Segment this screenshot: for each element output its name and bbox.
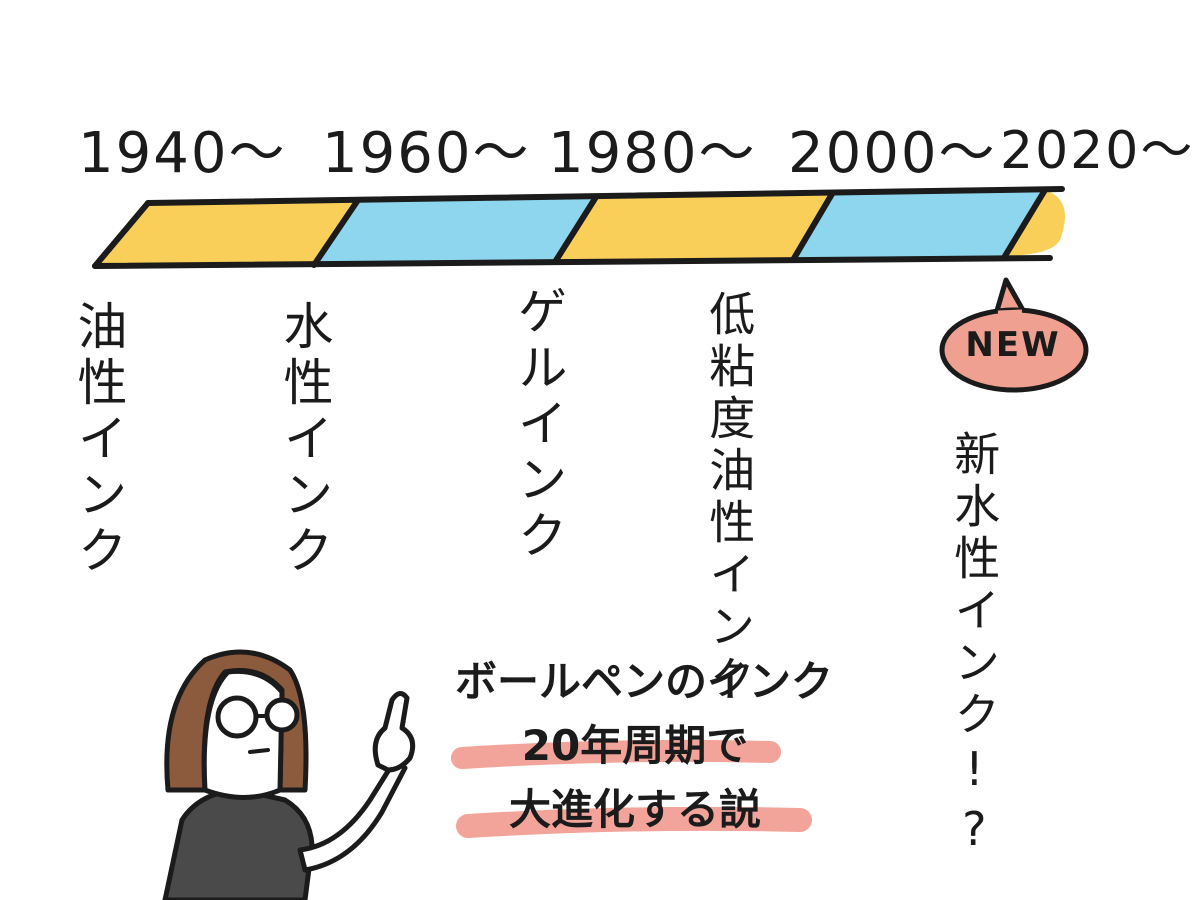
caption-highlight-1 — [451, 739, 781, 769]
segment-1980 — [555, 194, 832, 262]
glasses-left — [215, 695, 259, 739]
era-label-water: 水性インク — [275, 300, 334, 580]
caption-line-1: ボールペンのインク — [455, 657, 834, 706]
year-label-1960: 1960～ — [322, 121, 531, 186]
new-badge-label: NEW — [965, 325, 1061, 365]
segment-1940 — [95, 200, 358, 266]
era-label-low-viscosity: 低粘度油性インク — [702, 290, 757, 706]
segment-2020 — [1005, 190, 1065, 256]
caption-highlight-2 — [456, 806, 812, 838]
year-label-1940: 1940～ — [78, 121, 287, 186]
caption-line-2: 20年周期で — [521, 721, 749, 770]
year-label-1980: 1980～ — [548, 121, 757, 186]
era-label-new-water: 新水性インク!? — [947, 430, 1002, 862]
character-hand — [372, 691, 416, 773]
new-badge — [939, 277, 1089, 393]
year-label-2020: 2020～ — [1000, 121, 1195, 181]
character-illustration — [162, 649, 416, 900]
timeline-bar — [92, 186, 1065, 269]
character-shirt — [162, 787, 315, 900]
year-label-2000: 2000～ — [788, 121, 997, 186]
era-label-oil: 油性インク — [69, 300, 128, 580]
segment-1960 — [314, 197, 596, 265]
character-arm — [297, 757, 408, 873]
segment-2000 — [793, 190, 1045, 260]
era-label-gel: ゲルインク — [509, 285, 568, 565]
caption-line-3: 大進化する説 — [508, 785, 761, 834]
glasses-right — [264, 697, 300, 733]
